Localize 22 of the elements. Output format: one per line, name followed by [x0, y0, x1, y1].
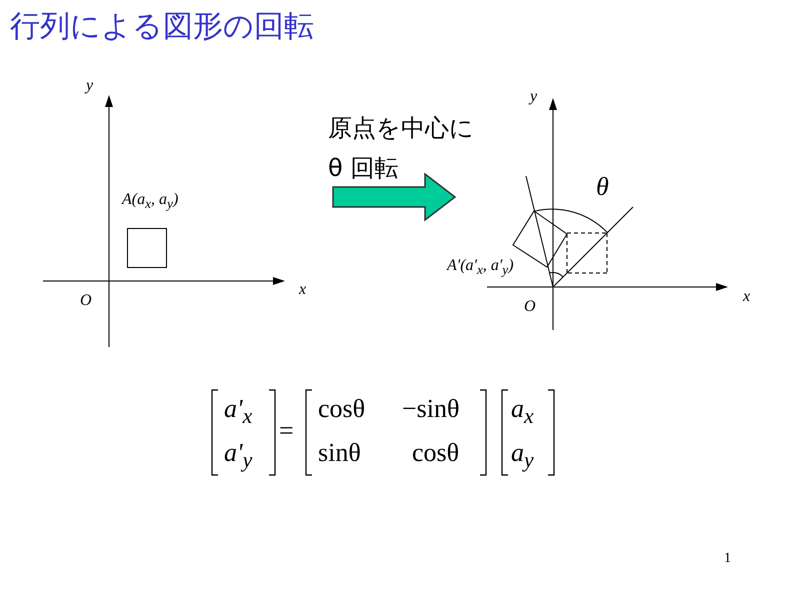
axis-label: x	[743, 289, 750, 305]
axis-label: y	[86, 78, 94, 94]
origin-label: O	[524, 299, 536, 315]
axis-label: x	[299, 282, 306, 298]
matrix-entry: a'$_{x}$	[224, 396, 252, 428]
rotation-note: 原点を中心に θ 回転	[328, 113, 475, 184]
matrix-entry: cosθ	[318, 396, 366, 422]
matrix-entry: a$_{y}$	[511, 440, 534, 472]
matrix-entry: a$_{x}$	[511, 396, 534, 428]
slide-title: 行列による図形の回転	[10, 12, 314, 42]
page-number: 1	[724, 552, 731, 566]
origin-label: O	[80, 293, 92, 309]
equals-sign: =	[279, 418, 294, 444]
square-shape	[127, 228, 167, 268]
matrix-entry: sinθ	[318, 440, 361, 466]
point-label: A'(a'$_{x}$, a'$_{y}$)	[447, 258, 514, 277]
matrix-entry: a'$_{y}$	[224, 440, 252, 472]
axis-label: y	[530, 89, 538, 105]
angle-label: θ	[596, 174, 609, 200]
point-label: A(a$_{x}$, a$_{y}$)	[122, 192, 178, 211]
matrix-entry: cosθ	[412, 440, 460, 466]
matrix-entry: −sinθ	[402, 396, 460, 422]
